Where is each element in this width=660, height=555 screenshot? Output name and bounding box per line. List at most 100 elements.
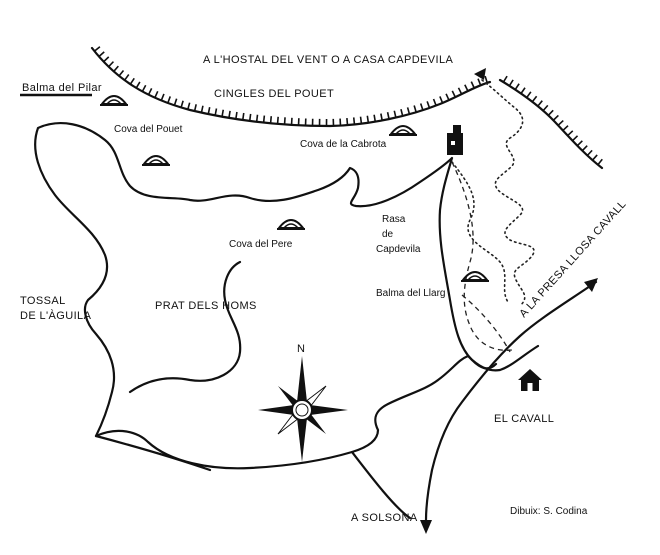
plateau-outline <box>34 122 498 470</box>
cliff-hatch-tick <box>470 81 475 89</box>
cliff-hatch-tick <box>167 96 171 104</box>
cliff-hatch-tick <box>129 77 135 85</box>
cliff-hatch-tick <box>531 95 538 103</box>
label-credit: Dibuix: S. Codina <box>510 506 588 517</box>
cliff-hatch-tick <box>154 90 159 99</box>
cliff-hatch-tick <box>406 107 411 115</box>
label-de: de <box>382 229 394 240</box>
cliff-hatch-tick <box>457 87 463 95</box>
cliff-hatch-tick <box>393 110 397 118</box>
cliff-hatch-tick <box>547 109 554 116</box>
cliff-hatch-tick <box>586 149 593 157</box>
label-rasa: Rasa <box>382 214 406 225</box>
cliff-hatch-tick <box>464 84 469 92</box>
cliff-hatch-tick <box>93 46 101 52</box>
cliff-hatch-tick <box>557 119 564 126</box>
cliff-hatch-tick <box>484 75 488 84</box>
cliff-hatch-tick <box>200 105 204 113</box>
cliff-hatch-tick <box>98 51 105 58</box>
road-main <box>424 280 598 522</box>
label-cavall: EL CAVALL <box>494 413 554 425</box>
cliff-hatch-tick <box>514 83 520 91</box>
label-balma-llarg: Balma del Llarg <box>376 288 445 299</box>
cliff-hatch-tick <box>597 158 603 166</box>
side-path-dotted <box>451 161 509 303</box>
cliff-hatch-tick <box>248 113 252 121</box>
cliff-hatch-tick <box>269 116 273 124</box>
lower-edge <box>94 434 212 472</box>
cliff-hatch-tick <box>419 103 424 111</box>
cliff-hatch-tick <box>445 93 450 101</box>
cliff-hatch-tick <box>576 140 583 147</box>
label-hostal: A L'HOSTAL DEL VENT O A CASA CAPDEVILA <box>203 54 453 66</box>
cliff-hatch-tick <box>562 125 569 132</box>
cliff-hatch-tick <box>214 108 218 116</box>
cliff-hatch-tick <box>242 112 245 121</box>
cliff-hatch-tick <box>552 114 559 121</box>
cliff-hatch-tick <box>235 111 238 120</box>
trail-dashed-2 <box>461 294 511 353</box>
cave-cova-cabrota-icon <box>388 125 418 136</box>
label-cova-pouet: Cova del Pouet <box>114 124 183 135</box>
hostal-arrow <box>474 68 486 80</box>
label-cova-pere: Cova del Pere <box>229 239 293 250</box>
label-capdevila: Capdevila <box>376 244 421 255</box>
cliff-hatch-tick <box>386 112 390 120</box>
inner-contour <box>128 260 242 394</box>
cliff-hatch-tick <box>180 100 184 108</box>
cliff-hatch-tick <box>276 116 279 124</box>
cliff-hatch-tick <box>255 114 259 122</box>
cliff-hatch-tick <box>537 100 543 107</box>
cliff-hatch-tick <box>160 93 165 101</box>
cave-balma-llarg-icon <box>460 271 490 282</box>
cliff-hatch-tick <box>173 98 178 106</box>
cliff-hatch-tick <box>187 102 191 110</box>
cave-balma-pilar-icon <box>99 95 129 106</box>
cliff-hatch-tick <box>400 108 404 117</box>
cliff-hatch-tick <box>571 135 579 142</box>
cliff-hatch-tick <box>352 117 356 125</box>
cliff-hatch-tick <box>123 74 130 81</box>
cliff-hatch-tick <box>147 88 153 96</box>
trail-dashed <box>451 161 513 351</box>
cliff-hatch-tick <box>542 104 549 112</box>
label-cingles: CINGLES DEL POUET <box>214 88 334 100</box>
label-solsona: A SOLSONA <box>351 512 418 524</box>
cliff-hatch-tick <box>439 96 444 104</box>
cliff-hatch-tick <box>426 101 431 109</box>
cliff-hatch-tick <box>432 98 437 106</box>
label-balma-pilar: Balma del Pilar <box>22 82 102 94</box>
label-cova-cabrota: Cova de la Cabrota <box>300 139 387 150</box>
cliff-hatch-tick <box>346 118 349 126</box>
cliff-hatch-tick <box>477 78 482 86</box>
compass-rose-icon <box>258 356 348 462</box>
cliff-hatch-tick <box>508 79 514 87</box>
label-presa: A LA PRESA LLOSA CAVALL <box>517 198 628 320</box>
cliff-hatch-tick <box>108 61 115 68</box>
cliff-hatch-tick <box>141 84 147 92</box>
cliff-hatch-tick <box>502 75 508 83</box>
road-arrow-north <box>584 278 598 292</box>
cliff-hatch-tick <box>581 145 588 152</box>
cliff-hatch-tick <box>113 65 119 72</box>
cliff-hatch-tick <box>228 110 231 118</box>
road-arrow-south <box>420 520 432 534</box>
house-icon <box>518 369 542 391</box>
label-north: N <box>297 343 305 355</box>
cliff-hatch-tick <box>207 107 211 115</box>
cliff-hatch-tick <box>526 91 532 99</box>
cave-cova-pouet-icon <box>141 155 171 166</box>
cavall-edge <box>466 344 540 372</box>
cliff-hatch-tick <box>413 105 417 113</box>
cliff-hatch-tick <box>262 115 266 123</box>
cliff-hatch-tick <box>380 113 383 121</box>
label-prat: PRAT DELS HOMS <box>155 300 257 312</box>
cliff-hatch-tick <box>359 116 363 124</box>
winding-path-dotted <box>481 79 535 307</box>
cliff-line <box>90 46 492 128</box>
cliff-hatch-tick <box>135 81 141 89</box>
cliff-hatch-tick <box>221 109 225 117</box>
valley-edge <box>350 450 412 520</box>
cliff-hatch-tick <box>520 87 526 94</box>
